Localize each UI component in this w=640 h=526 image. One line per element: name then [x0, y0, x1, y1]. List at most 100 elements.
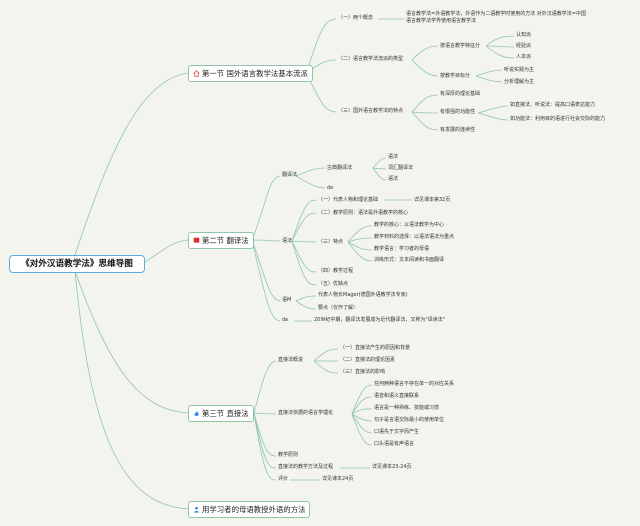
s2-grammar-2: 语法	[388, 176, 399, 182]
edge-b3-2x	[351, 396, 373, 415]
edge-b-4	[291, 240, 317, 273]
s3-theory-2: 语音和语义直接联系	[374, 393, 420, 399]
edge-b3-2	[347, 237, 373, 243]
edge-a-a2	[295, 175, 326, 189]
edge-s3-e	[253, 412, 277, 481]
s3-overview[interactable]: 直接法概说	[278, 357, 304, 363]
s3-evaluation-ref: 详见课本24页	[322, 476, 354, 482]
s2-feature-material: 教学材料的选择：以语法语法为重点	[374, 234, 455, 240]
s2-translation-method[interactable]: 翻译法	[282, 172, 298, 178]
s2-representatives[interactable]: （一）代表人物和理论基础	[318, 197, 379, 203]
s2-pros-cons: （五）优缺点	[318, 281, 349, 287]
edge-b3-3	[347, 241, 373, 251]
edge-s2-b	[251, 239, 281, 242]
section-4-node[interactable]: 用学习者的母语教授外语的方法	[188, 501, 311, 518]
edge-b-3	[291, 240, 317, 243]
s3-theory-6: 口头语是有声语言	[374, 441, 415, 447]
s3-evaluation[interactable]: 评价	[278, 476, 289, 482]
s2-key-points: 要点（仅作了解）	[318, 305, 359, 311]
root-node[interactable]: 《对外汉语教学法》思维导图	[9, 255, 145, 273]
s1-types-by-goal[interactable]: 按教学目标分	[440, 73, 471, 79]
edge-b3-3x	[351, 408, 373, 415]
edge-b3-1	[347, 225, 373, 243]
edge-s3-a	[253, 360, 277, 414]
s1-feature-theory: 有深厚的理论基础	[440, 91, 481, 97]
edge-c2a-2	[485, 45, 515, 48]
s3-principles[interactable]: 教学原则	[278, 452, 299, 458]
s3-linguistic-theory[interactable]: 直接法依据的语言学理论	[278, 410, 334, 416]
edge-root-s1	[74, 72, 189, 256]
edge-b-1	[291, 199, 317, 242]
s2-vocab-translation: 词汇翻译法	[388, 165, 414, 171]
s2-grammar-m[interactable]: 语M	[282, 297, 292, 303]
s2-ref-page: 详见课本第32页	[414, 197, 451, 203]
s1-concepts-def-1: 语言教学法=外语教学法，外语作为二语教学时使用的方法 对外汉语教学法=中国	[406, 11, 586, 17]
edge-root-s3	[74, 270, 189, 414]
s3-theory-factors: （二）直接法的理论因素	[340, 357, 396, 363]
edge-b-2	[291, 212, 317, 242]
s1-analysis-understanding: 分析理解为主	[504, 79, 535, 85]
s1-function-example-2: 如功能法：利用目的语进行社会交际的能力	[510, 116, 606, 122]
s1-types-by-feature[interactable]: 按语言教学特征分	[440, 43, 481, 49]
edge-a1-3	[372, 167, 387, 181]
edge-s3-c	[253, 412, 277, 457]
edge-c3-b	[411, 111, 439, 114]
s1-concepts-def-2: 语言教学法学界使用语言教学法	[406, 18, 477, 24]
s1-concepts[interactable]: （一）两个概念	[338, 15, 374, 21]
s1-features[interactable]: （三）国外语言教学法的特点	[338, 108, 404, 114]
s2-feature-training: 训练形式：文本阅读和书面翻译	[374, 257, 445, 263]
edge-a1-2	[372, 167, 387, 170]
edge-a-3	[313, 360, 339, 374]
s1-function-example-1: 如直接法、听说法：提高口语表达能力	[510, 102, 596, 108]
section-1-node[interactable]: 第一节 国外语言教学法基本流派	[188, 65, 313, 82]
s1-humanistic: 人本派	[516, 54, 532, 60]
edge-s3-b	[253, 412, 277, 415]
edge-root-s2	[142, 239, 189, 264]
edge-b3-1x	[351, 384, 373, 415]
s3-methods-ref: 详见课本23-24页	[372, 464, 412, 470]
edge-a-a1	[295, 167, 326, 177]
s1-feature-function[interactable]: 有很强的功能性	[440, 109, 476, 115]
edge-s2-d	[251, 239, 281, 322]
edge-s2-a	[251, 175, 281, 241]
s3-theory-1: 任何两种语言不存在单一的对应关系	[374, 381, 455, 387]
section-2-title: 第二节 翻译法	[202, 236, 249, 245]
edge-a1-1	[372, 157, 387, 169]
section-2-node[interactable]: 第二节 翻译法	[188, 232, 254, 249]
s1-cognitive: 认知派	[516, 32, 532, 38]
s2-features[interactable]: （三）特点	[318, 239, 344, 245]
s2-de-1: de	[327, 185, 334, 191]
edge-b3-4	[347, 241, 373, 262]
s3-theory-3: 语言是一种熟练、技能或习惯	[374, 405, 440, 411]
flag-icon	[193, 236, 200, 243]
edge-c2a-1	[485, 35, 515, 47]
s1-empirical: 经验派	[516, 43, 532, 49]
s2-de-2[interactable]: de	[282, 317, 289, 323]
s3-methods-process[interactable]: 直接法的教学方法及过程	[278, 464, 334, 470]
edge-c2-a	[411, 45, 439, 61]
edge-b3-6x	[351, 413, 373, 446]
home-icon	[193, 69, 200, 77]
s2-teaching-process: （四）教学过程	[318, 268, 354, 274]
edge-c2b-1	[475, 69, 503, 77]
s2-grammar-branch[interactable]: 语法	[282, 238, 293, 244]
s2-classical-translation[interactable]: 古典翻译法	[327, 165, 353, 171]
edge-s3-d	[253, 412, 277, 469]
edge-c2b-2	[475, 75, 503, 83]
edge-c3b-1	[477, 105, 509, 114]
edge-c-1	[295, 295, 317, 302]
student-icon	[193, 505, 200, 513]
section-4-title: 用学习者的母语教授外语的方法	[202, 505, 306, 514]
s1-feature-continuity: 有发展的连续性	[440, 127, 476, 133]
edge-root-s4	[74, 270, 189, 510]
fire-icon	[193, 409, 200, 416]
s2-feature-language: 教学语言：学习者的母语	[374, 246, 430, 252]
edge-c3b-2	[477, 112, 509, 121]
section-3-node[interactable]: 第三节 直接法	[188, 405, 254, 422]
edge-a-1	[313, 348, 339, 362]
edge-b3-4x	[351, 413, 373, 422]
s1-types[interactable]: （二）语言教学法流派的类型	[338, 56, 404, 62]
edge-c-2	[295, 300, 317, 310]
section-3-title: 第三节 直接法	[202, 409, 249, 418]
